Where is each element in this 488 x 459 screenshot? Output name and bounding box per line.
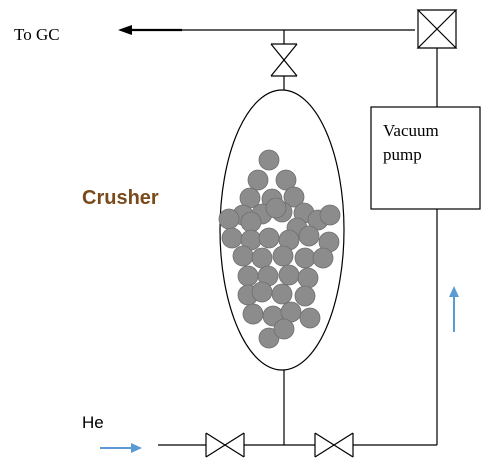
pump-flow-arrow — [449, 286, 459, 332]
particle — [240, 211, 262, 233]
particle — [294, 285, 316, 307]
particle — [272, 245, 294, 267]
particle — [297, 267, 319, 289]
particle — [312, 247, 334, 269]
pump-isolation-valve[interactable] — [416, 9, 458, 49]
to-gc-arrowhead — [118, 25, 132, 35]
particle — [247, 169, 269, 191]
he-inlet-valve[interactable] — [205, 432, 245, 458]
particle — [283, 186, 305, 208]
particle — [218, 208, 240, 230]
vacuum-pump-label-line1: Vacuum — [383, 121, 439, 140]
to-gc-line — [118, 25, 415, 35]
flow-arrow-icon — [131, 443, 142, 453]
particle — [271, 283, 293, 305]
particle — [298, 225, 320, 247]
particle — [258, 149, 280, 171]
particle — [278, 264, 300, 286]
he-flow-arrow — [100, 443, 142, 453]
vacuum-pump[interactable]: Vacuum pump — [370, 106, 481, 210]
particle — [232, 245, 254, 267]
vacuum-pump-label-line2: pump — [383, 145, 422, 164]
particle — [273, 318, 295, 340]
crusher-top-valve[interactable] — [270, 43, 298, 77]
vacuum-pump-box — [370, 106, 481, 210]
crusher-particles — [218, 149, 341, 349]
flow-arrow-icon — [449, 286, 459, 297]
particle — [299, 307, 321, 329]
bowtie-valve-icon — [416, 9, 458, 49]
particle — [221, 227, 243, 249]
particle — [265, 197, 287, 219]
particle — [319, 204, 341, 226]
particle — [294, 247, 316, 269]
particle — [251, 247, 273, 269]
particle — [251, 281, 273, 303]
bypass-valve[interactable] — [314, 432, 354, 458]
particle — [258, 227, 280, 249]
particle — [275, 169, 297, 191]
crusher-label: Crusher — [82, 187, 159, 209]
to-gc-label: To GC — [14, 25, 60, 44]
he-label: He — [82, 413, 104, 432]
particle — [242, 303, 264, 325]
particle — [237, 265, 259, 287]
